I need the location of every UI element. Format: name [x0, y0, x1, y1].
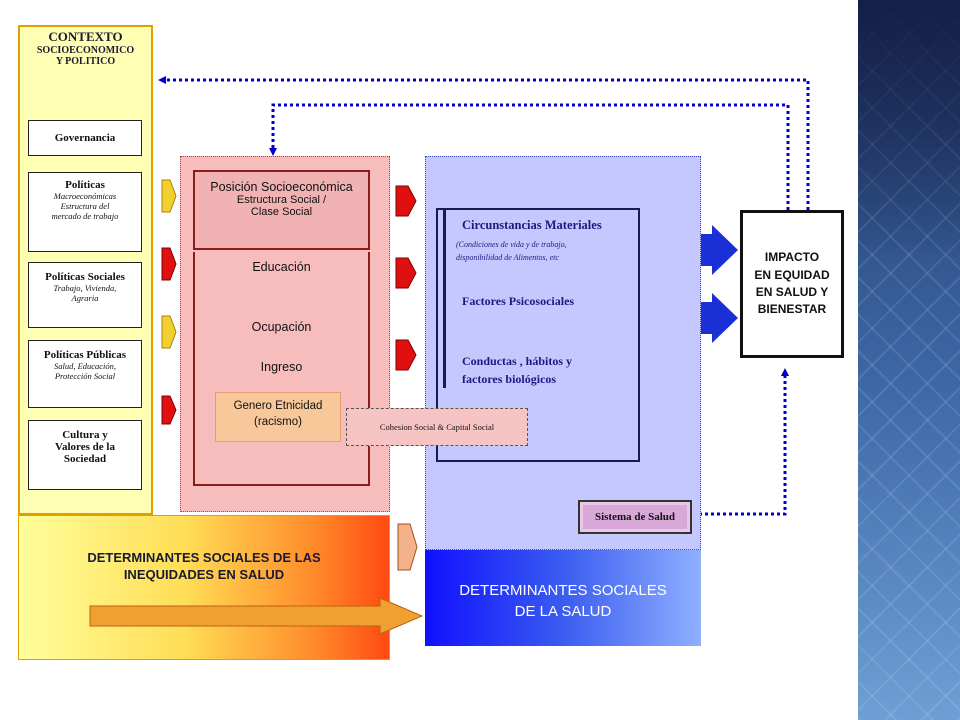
- box-politicas-macro-title: Políticas: [65, 179, 105, 191]
- box-politicas-sociales-sub1: Trabajo, Vivienda,: [53, 283, 117, 293]
- material-circumstances-sub1: (Condiciones de vida y de trabajo,: [456, 240, 567, 249]
- box-politicas-sociales-sub2: Agraria: [71, 293, 99, 304]
- box-cultura-line1: Cultura y: [62, 429, 108, 441]
- box-cultura-line3: Sociedad: [63, 453, 107, 465]
- feedback-line-outer: [158, 76, 810, 210]
- gender-line1: Genero Etnicidad: [233, 400, 323, 412]
- structural-title-line1: DETERMINANTES SOCIALES DE LAS: [87, 550, 321, 565]
- box-governancia-title: Governancia: [54, 132, 116, 144]
- health-system-box: Sistema de Salud: [578, 500, 692, 534]
- intermediate-determinants-band: [425, 550, 701, 646]
- box-politicas-macro-sub1: Macroeconómicas: [53, 191, 117, 201]
- box-cultura: Cultura y Valores de la Sociedad: [28, 420, 142, 490]
- psychosocial-factors: Factores Psicosociales: [462, 294, 575, 308]
- circumstances-bracket: [443, 208, 446, 388]
- impact-line3: EN SALUD Y: [755, 285, 829, 299]
- position-line1: Posición Socioeconómica: [210, 180, 353, 194]
- circumstances-box: [436, 208, 640, 462]
- red-arrow-mid-3: [395, 339, 417, 371]
- context-title-line3: Y POLITICO: [55, 56, 116, 68]
- material-circumstances-sub2: disponibilidad de Alimentos, etc: [456, 253, 559, 262]
- context-title-line2: SOCIOECONOMICO: [36, 44, 135, 56]
- structural-determinants-title: DETERMINANTES SOCIALES DE LAS INEQUIDADE…: [18, 550, 390, 584]
- box-politicas-publicas: Políticas Públicas Salud, Educación, Pro…: [28, 340, 142, 408]
- box-politicas-publicas-title: Políticas Públicas: [43, 349, 127, 361]
- box-politicas-macro-sub2: Estructura del: [60, 201, 110, 212]
- health-to-impact-line: [693, 368, 789, 516]
- income-label: Ingreso: [260, 360, 303, 374]
- impact-line1: IMPACTO: [764, 250, 820, 265]
- position-header-box: Posición Socioeconómica Estructura Socia…: [193, 170, 370, 250]
- education-label: Educación: [252, 260, 311, 274]
- yellow-arrow-1: [161, 179, 177, 213]
- context-title-line1: CONTEXTO: [48, 29, 123, 44]
- decorative-sidebar: [858, 0, 960, 720]
- red-arrow-2: [161, 395, 177, 425]
- intermediate-title-line1: DETERMINANTES SOCIALES: [459, 582, 667, 599]
- occupation-label: Ocupación: [251, 320, 312, 334]
- box-governancia: Governancia: [28, 120, 142, 156]
- box-politicas-sociales: Políticas Sociales Trabajo, Vivienda, Ag…: [28, 262, 142, 328]
- intermediate-title-line2: DE LA SALUD: [514, 603, 612, 620]
- peach-arrow-mid: [397, 523, 418, 571]
- behaviors-line2: factores biológicos: [462, 372, 557, 386]
- material-circumstances-title: Circunstancias Materiales: [462, 218, 602, 232]
- box-politicas-macro: Políticas Macroeconómicas Estructura del…: [28, 172, 142, 252]
- box-cultura-line2: Valores de la: [55, 441, 115, 453]
- position-line2: Estructura Social /: [236, 194, 327, 206]
- feedback-line-inner: [269, 103, 790, 210]
- position-line3: Clase Social: [250, 206, 313, 218]
- structural-determinants-band: [18, 515, 390, 660]
- context-title: CONTEXTO SOCIOECONOMICO Y POLITICO: [18, 29, 153, 68]
- box-politicas-publicas-sub2: Protección Social: [54, 371, 116, 382]
- box-politicas-publicas-sub1: Salud, Educación,: [53, 361, 117, 371]
- structural-title-line2: INEQUIDADES EN SALUD: [123, 566, 285, 582]
- gender-ethnicity-box: Genero Etnicidad (racismo): [215, 392, 341, 442]
- red-arrow-1: [161, 247, 177, 281]
- social-cohesion-box: Cohesion Social & Capital Social: [346, 408, 528, 446]
- red-arrow-mid-1: [395, 185, 417, 217]
- yellow-arrow-2: [161, 315, 177, 349]
- box-politicas-sociales-title: Políticas Sociales: [45, 271, 125, 283]
- gender-line2: (racismo): [254, 415, 302, 428]
- behaviors-line1: Conductas , hábitos y: [462, 354, 573, 368]
- red-arrow-mid-2: [395, 257, 417, 289]
- impact-box: IMPACTO EN EQUIDAD EN SALUD Y BIENESTAR: [740, 210, 844, 358]
- impact-line4: BIENESTAR: [757, 302, 827, 317]
- intermediate-panel: [425, 156, 701, 550]
- intermediate-determinants-title: DETERMINANTES SOCIALES DE LA SALUD: [425, 580, 701, 622]
- box-politicas-macro-sub3: mercado de trabajo: [51, 211, 119, 222]
- impact-line2: EN EQUIDAD: [754, 267, 830, 282]
- position-lower-box: [193, 252, 370, 486]
